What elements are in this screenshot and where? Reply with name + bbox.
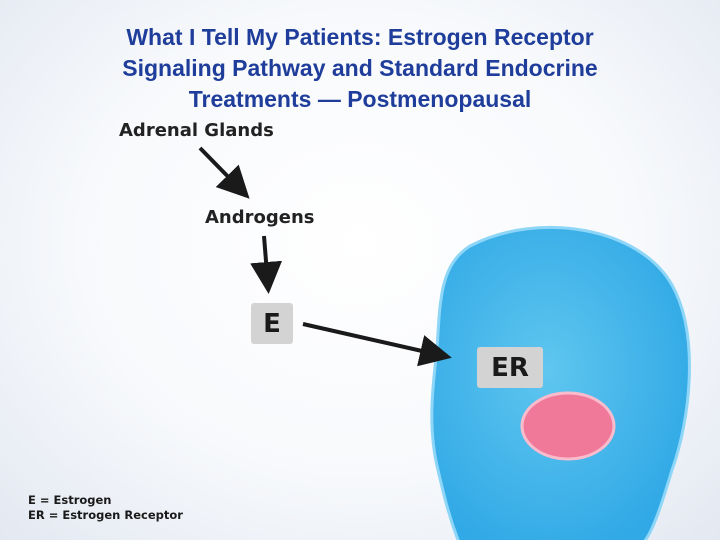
cell-nucleus	[520, 391, 616, 461]
title-line-3: Treatments — Postmenopausal	[188, 86, 532, 112]
legend-item-receptor: ER = Estrogen Receptor	[28, 508, 183, 522]
androgens-label: Androgens	[205, 207, 315, 228]
cell-body	[430, 225, 691, 540]
legend: E = Estrogen ER = Estrogen Receptor	[28, 493, 183, 523]
title-line-2: Signaling Pathway and Standard Endocrine	[122, 55, 598, 81]
legend-item-estrogen: E = Estrogen	[28, 493, 112, 507]
slide-title: What I Tell My Patients: Estrogen Recept…	[60, 22, 660, 115]
title-line-1: What I Tell My Patients: Estrogen Recept…	[126, 24, 594, 50]
estrogen-box: E	[251, 303, 293, 344]
arrow-androgens-to-estrogen	[250, 235, 283, 294]
adrenal-glands-label: Adrenal Glands	[119, 120, 274, 141]
arrow-adrenal-to-androgens	[198, 146, 250, 199]
arrow-estrogen-to-receptor	[302, 322, 452, 367]
estrogen-receptor-box: ER	[477, 347, 543, 388]
